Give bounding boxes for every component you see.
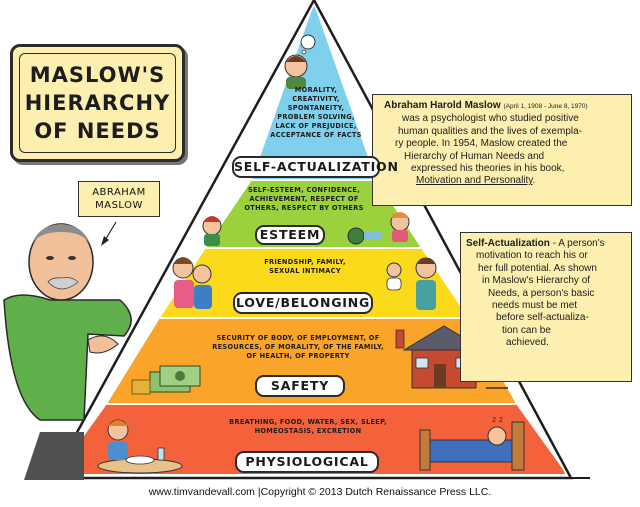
label-love-belonging: LOVE/BELONGING	[233, 292, 373, 314]
level-text-line: MORALITY,	[294, 86, 338, 94]
level-text-line: CREATIVITY,	[292, 95, 340, 103]
level-text-line: HOMEOSTASIS, EXCRETION	[254, 427, 362, 435]
name-tag-line: ABRAHAM	[92, 187, 146, 198]
definition-first: - A person's	[549, 238, 605, 249]
definition-line: her full potential. As shown	[478, 262, 597, 274]
level-text-love: FRIENDSHIP, FAMILY, SEXUAL INTIMACY	[264, 258, 346, 276]
definition-line: motivation to reach his or	[476, 250, 588, 262]
title-line: OF NEEDS	[34, 119, 161, 143]
level-text-line: ACCEPTANCE OF FACTS	[270, 131, 362, 139]
label-esteem: ESTEEM	[255, 225, 325, 245]
definition-line: needs must be met	[492, 300, 578, 312]
level-text-line: BREATHING, FOOD, WATER, SEX, SLEEP,	[229, 418, 387, 426]
bio-book: Motivation and Personality	[416, 175, 533, 187]
level-text-line: LACK OF PREJUDICE,	[275, 122, 357, 130]
bio-line: ry people. In 1954, Maslow created the	[395, 138, 568, 150]
level-text-line: SECURITY OF BODY, OF EMPLOYMENT, OF	[216, 334, 380, 342]
bio-line: was a psychologist who studied positive	[402, 113, 579, 125]
level-text-line: OTHERS, RESPECT BY OTHERS	[244, 204, 364, 212]
definition-line: in Maslow's Hierarchy of	[482, 275, 591, 287]
pointer-arrow-head	[101, 236, 109, 246]
definition-box	[460, 232, 632, 382]
level-text-line: PROBLEM SOLVING,	[277, 113, 355, 121]
level-text-line: RESOURCES, OF MORALITY, OF THE FAMILY,	[212, 343, 384, 351]
bio-name: Abraham Harold Maslow	[384, 100, 501, 111]
label-safety: SAFETY	[255, 375, 345, 397]
definition-line: achieved.	[506, 337, 549, 349]
level-text-line: ACHIEVEMENT, RESPECT OF	[249, 195, 359, 203]
level-text-line: FRIENDSHIP, FAMILY,	[264, 258, 346, 266]
bio-line: human qualities and the lives of exempla…	[398, 125, 582, 137]
title-line: MASLOW'S	[29, 63, 166, 87]
level-text-line: SPONTANEITY,	[287, 104, 345, 112]
definition-term: Self-Actualization	[466, 238, 550, 249]
definition-line: Needs, a person's basic	[488, 287, 595, 299]
footer-credit: www.timvandevall.com |Copyright © 2013 D…	[148, 486, 492, 498]
dining-child-icon	[97, 419, 183, 474]
bio-line: expressed his theories in his book,	[411, 163, 565, 175]
label-physiological: PHYSIOLOGICAL	[235, 451, 379, 473]
title-line: HIERARCHY	[24, 91, 171, 115]
definition-line: before self-actualiza-	[496, 312, 589, 324]
level-text-safety: SECURITY OF BODY, OF EMPLOYMENT, OF RESO…	[212, 334, 384, 361]
level-band-self-actualization	[252, 4, 376, 180]
sleeping-person-icon: z z	[419, 415, 525, 471]
level-text-line: OF HEALTH, OF PROPERTY	[246, 352, 350, 360]
pyramid-border	[54, 1, 569, 476]
bio-text: Abraham Harold Maslow (April 1, 1908 - J…	[384, 100, 628, 188]
bio-dates: (April 1, 1908 - June 8, 1970)	[503, 103, 588, 110]
pyramid-outline	[0, 0, 640, 2]
money-icon	[131, 365, 201, 395]
definition-text: Self-Actualization - A person's motivati…	[466, 238, 630, 350]
label-self-actualization: SELF-ACTUALIZATION	[232, 156, 398, 178]
title-box: MASLOW'S HIERARCHY OF NEEDS	[10, 44, 185, 162]
svg-text:z z: z z	[492, 415, 503, 424]
bio-line: Hierarchy of Human Needs and	[404, 150, 545, 162]
definition-line: tion can be	[502, 324, 551, 336]
level-text-line: SEXUAL INTIMACY	[269, 267, 341, 275]
name-tag-line: MASLOW	[95, 200, 143, 211]
bio-box	[372, 94, 632, 206]
level-text-line: SELF-ESTEEM, CONFIDENCE,	[247, 186, 361, 194]
trophy-icon	[202, 212, 410, 246]
level-text-physiological: BREATHING, FOOD, WATER, SEX, SLEEP, HOME…	[229, 418, 387, 436]
level-text-self-actualization: MORALITY, CREATIVITY, SPONTANEITY, PROBL…	[270, 86, 361, 140]
bio-book-end: .	[532, 175, 536, 187]
thinking-man-icon	[284, 34, 316, 89]
name-tag: ABRAHAM MASLOW	[78, 181, 160, 217]
maslow-portrait-icon	[3, 223, 132, 480]
family-icon	[172, 257, 437, 310]
level-text-esteem: SELF-ESTEEM, CONFIDENCE, ACHIEVEMENT, RE…	[244, 186, 363, 213]
